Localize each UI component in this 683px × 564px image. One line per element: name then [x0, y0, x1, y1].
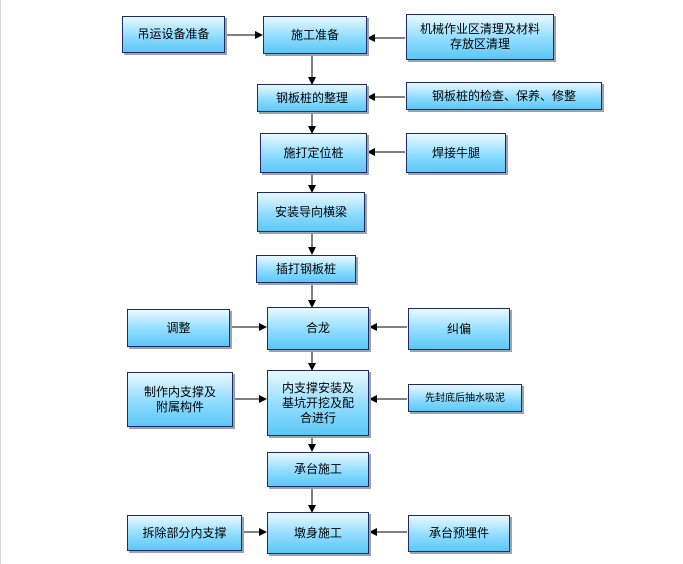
node-weld-bracket: 焊接牛腿 — [406, 133, 506, 173]
node-correction: 纠偏 — [408, 308, 510, 350]
node-make-inner-support: 制作内支撑及 附属构件 — [127, 372, 233, 427]
node-work-area-clearing: 机械作业区清理及材料 存放区清理 — [406, 14, 554, 60]
node-sheet-pile-inspection: 钢板桩的检查、保养、修整 — [406, 82, 602, 110]
node-seal-then-pump: 先封底后抽水吸泥 — [408, 384, 522, 412]
page-left-border — [0, 0, 1, 564]
node-construction-prep: 施工准备 — [263, 16, 367, 54]
node-pier-body: 墩身施工 — [267, 512, 369, 554]
node-positioning-pile: 施打定位桩 — [260, 133, 367, 173]
node-adjust: 调整 — [127, 309, 230, 347]
node-guide-beam: 安装导向横梁 — [257, 192, 365, 232]
node-drive-sheet-pile: 插打钢板桩 — [256, 255, 356, 283]
node-pile-cap: 承台施工 — [267, 452, 369, 487]
node-closure: 合龙 — [267, 307, 369, 350]
node-pile-cap-embedded: 承台预埋件 — [408, 515, 510, 552]
node-sheet-pile-sorting: 钢板桩的整理 — [257, 84, 367, 112]
node-inner-support-install: 内支撑安装及 基坑开挖及配 合进行 — [267, 370, 369, 436]
node-hoisting-equipment-prep: 吊运设备准备 — [122, 16, 225, 53]
node-remove-inner-support: 拆除部分内支撑 — [127, 515, 242, 551]
